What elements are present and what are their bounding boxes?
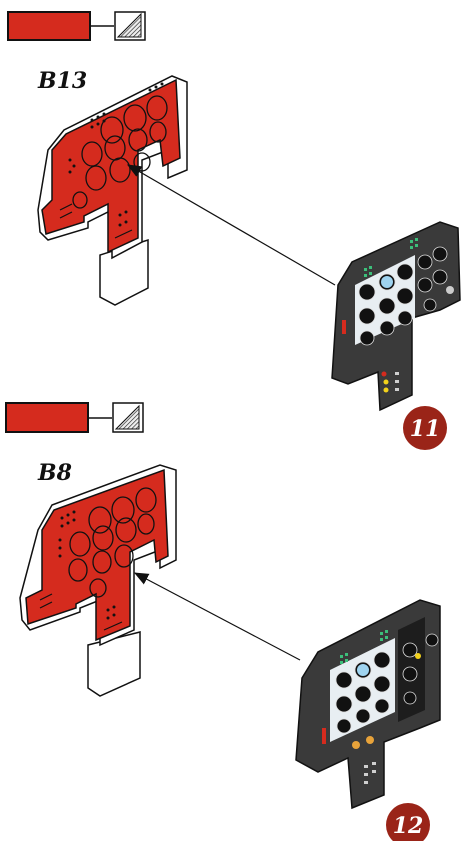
paint-swatch-red bbox=[5, 402, 112, 433]
leader-arrow bbox=[133, 572, 301, 661]
instrument-panel-detail bbox=[331, 221, 461, 412]
instrument-panel-detail bbox=[295, 599, 441, 810]
part-label: B8 bbox=[37, 460, 72, 486]
step-11: B13 bbox=[7, 11, 461, 450]
instrument-panel-part bbox=[37, 75, 188, 306]
instrument-panel-part bbox=[19, 464, 177, 697]
leader-arrow bbox=[126, 164, 336, 286]
part-label: B13 bbox=[37, 68, 87, 94]
step-12: B8 bbox=[5, 402, 441, 841]
step-number: 11 bbox=[410, 416, 441, 442]
step-badge bbox=[386, 803, 430, 841]
step-number: 12 bbox=[393, 813, 424, 839]
step-badge bbox=[403, 406, 447, 450]
paint-swatch-red bbox=[7, 11, 114, 41]
decal-icon bbox=[112, 402, 144, 433]
decal-icon bbox=[114, 11, 146, 41]
